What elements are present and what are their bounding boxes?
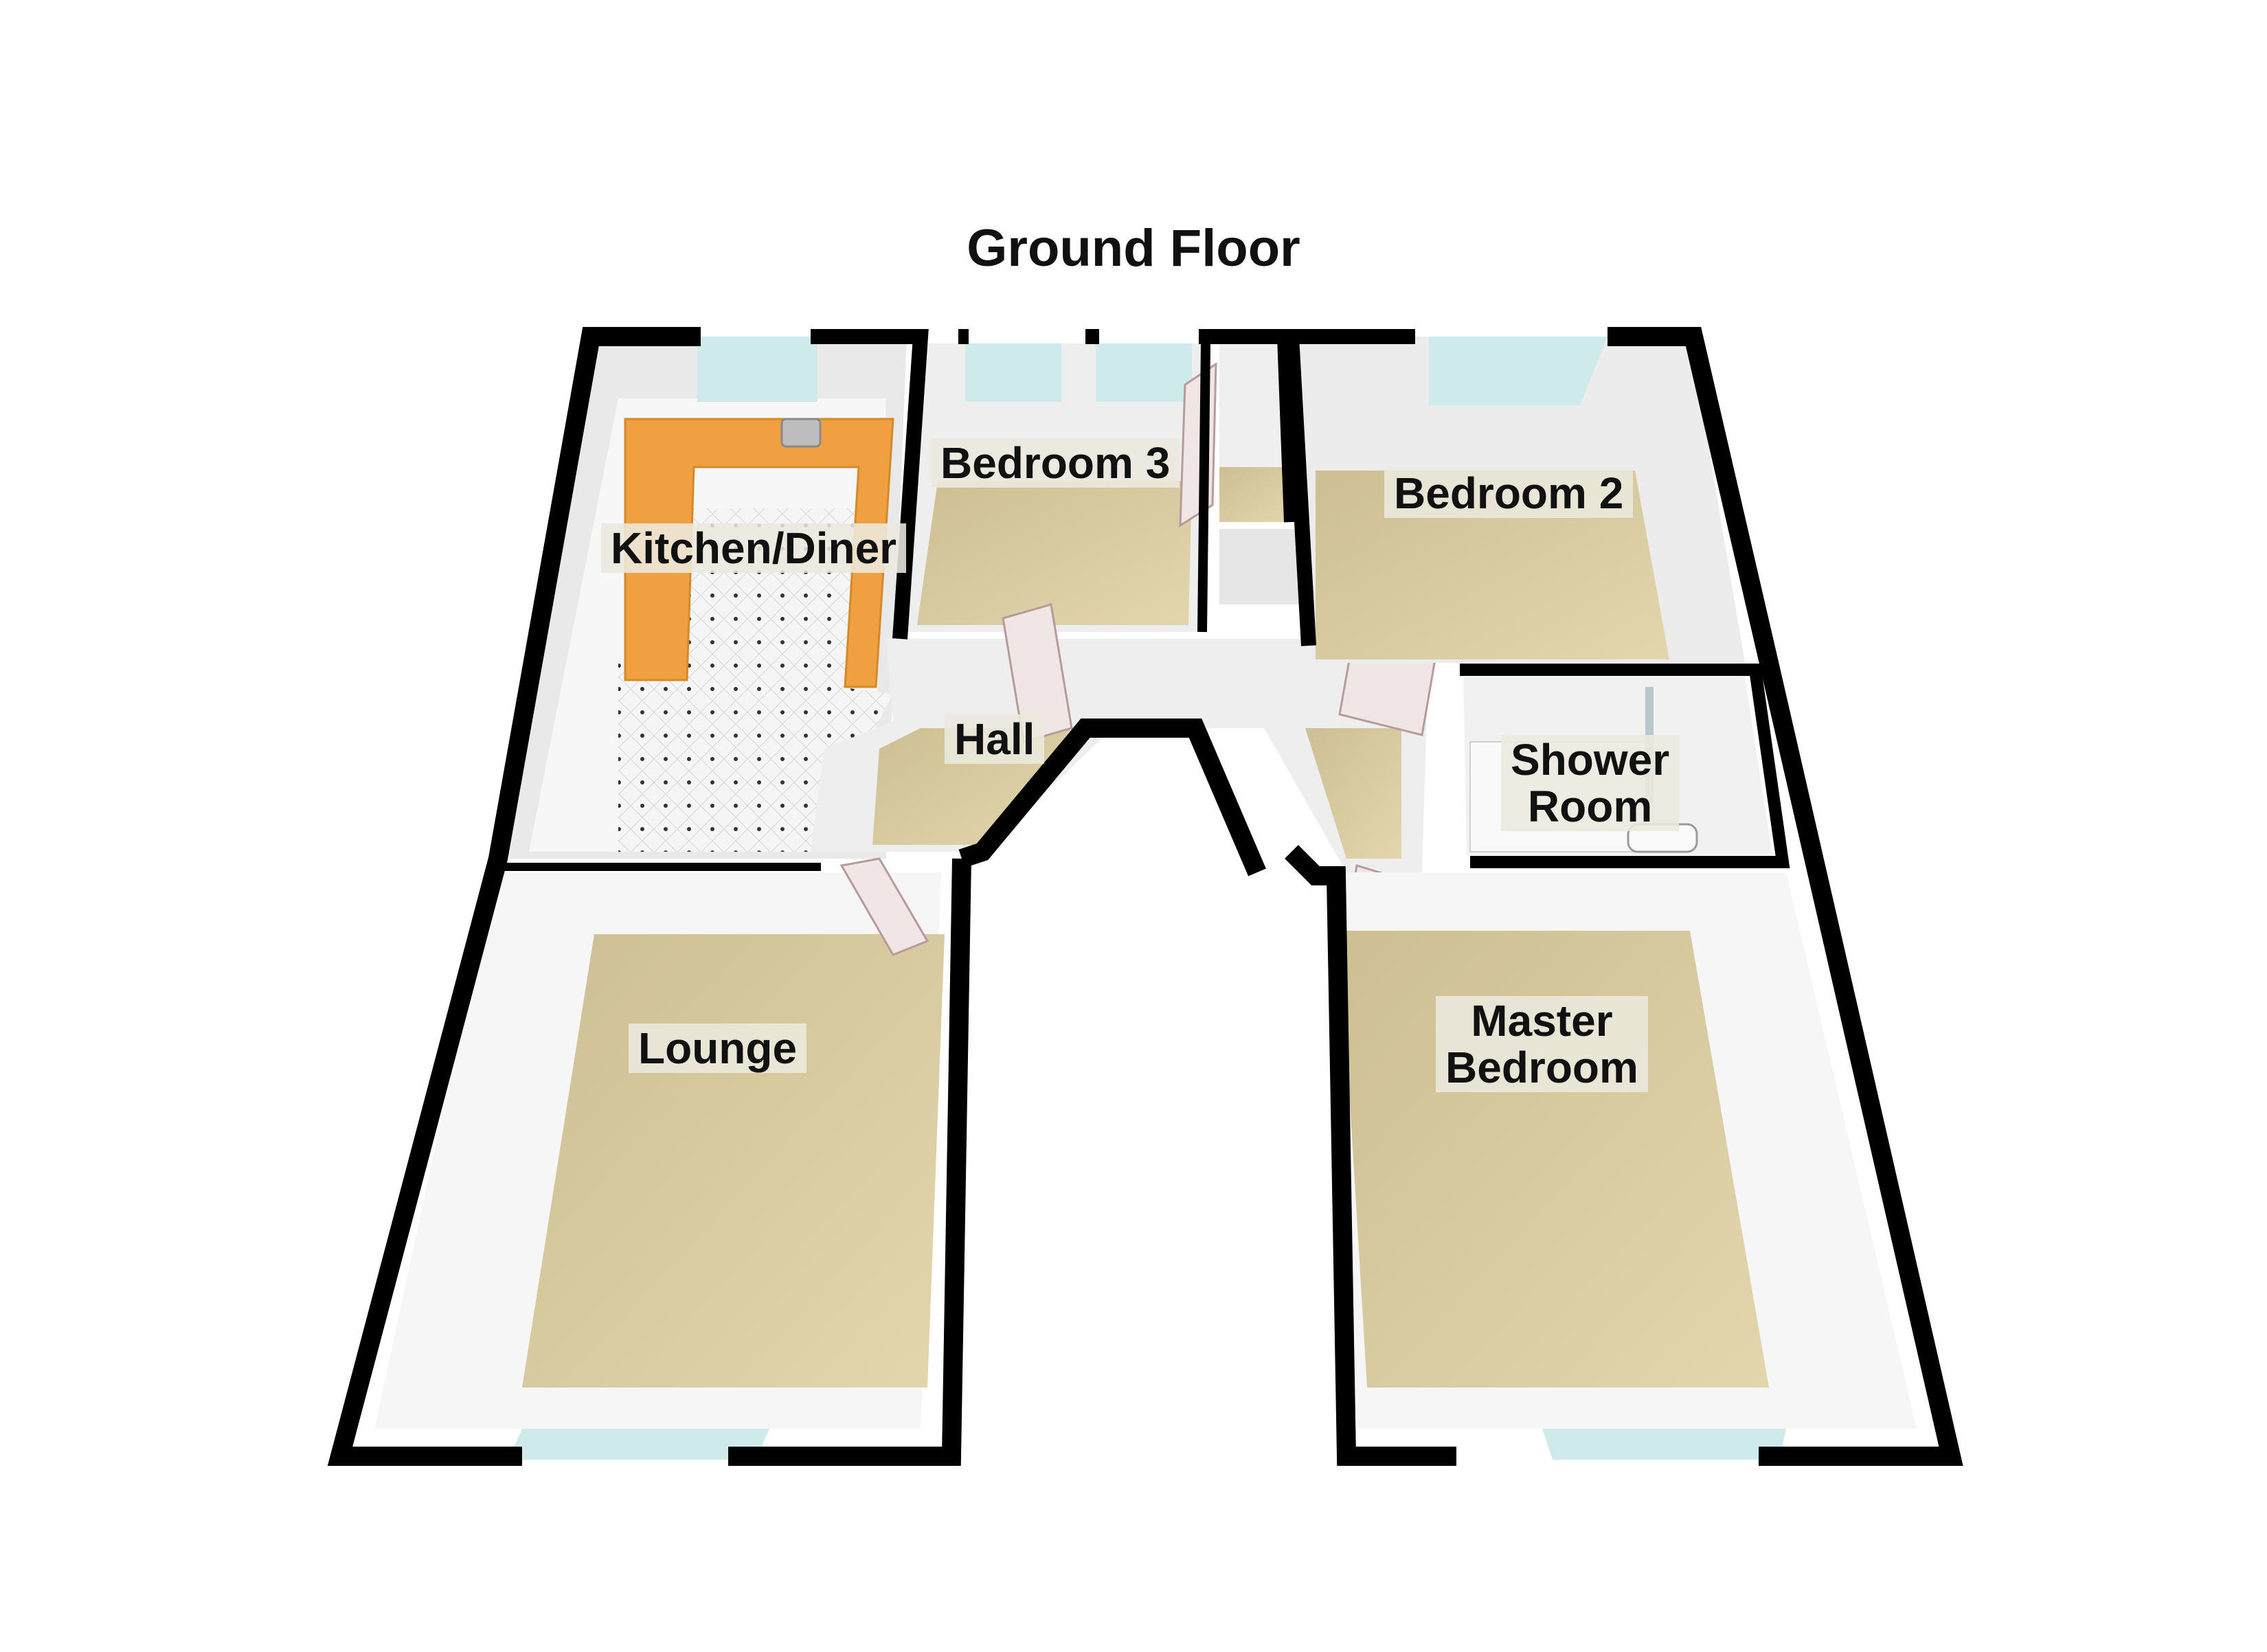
lounge-door	[839, 857, 929, 956]
lounge-room	[374, 872, 945, 1460]
kitchen-diner-label: Kitchen/Diner	[601, 523, 907, 573]
floor-title: Ground Floor	[967, 219, 1300, 278]
bedroom-3-room	[893, 343, 1217, 632]
hall-door-left	[1002, 603, 1073, 743]
shower-room-label-line2: Room	[1527, 782, 1653, 831]
master-bedroom-label: Master Bedroom	[1436, 996, 1648, 1092]
bedroom-2-label: Bedroom 2	[1384, 468, 1634, 518]
master-bedroom-label-line1: Master	[1471, 996, 1613, 1045]
shower-room-label-line1: Shower	[1511, 735, 1670, 784]
bedroom-2-window	[1429, 337, 1608, 405]
sink-icon	[780, 418, 822, 448]
master-bedroom-window	[1542, 1429, 1786, 1460]
bedroom-3-door	[1179, 362, 1217, 528]
kitchen-window	[697, 337, 817, 402]
lounge-label: Lounge	[629, 1023, 807, 1073]
hall-label: Hall	[945, 714, 1045, 764]
walls	[327, 327, 1963, 1466]
master-bedroom-label-line2: Bedroom	[1445, 1043, 1638, 1092]
lounge-window	[508, 1429, 769, 1460]
bedroom-3-label: Bedroom 3	[931, 438, 1180, 488]
kitchen-worktop	[624, 418, 894, 688]
cupboard-room	[1219, 343, 1305, 604]
bedroom-3-window-left	[965, 343, 1061, 402]
shower-room-label: Shower Room	[1501, 735, 1680, 831]
bedroom-3-window-right	[1096, 343, 1192, 402]
